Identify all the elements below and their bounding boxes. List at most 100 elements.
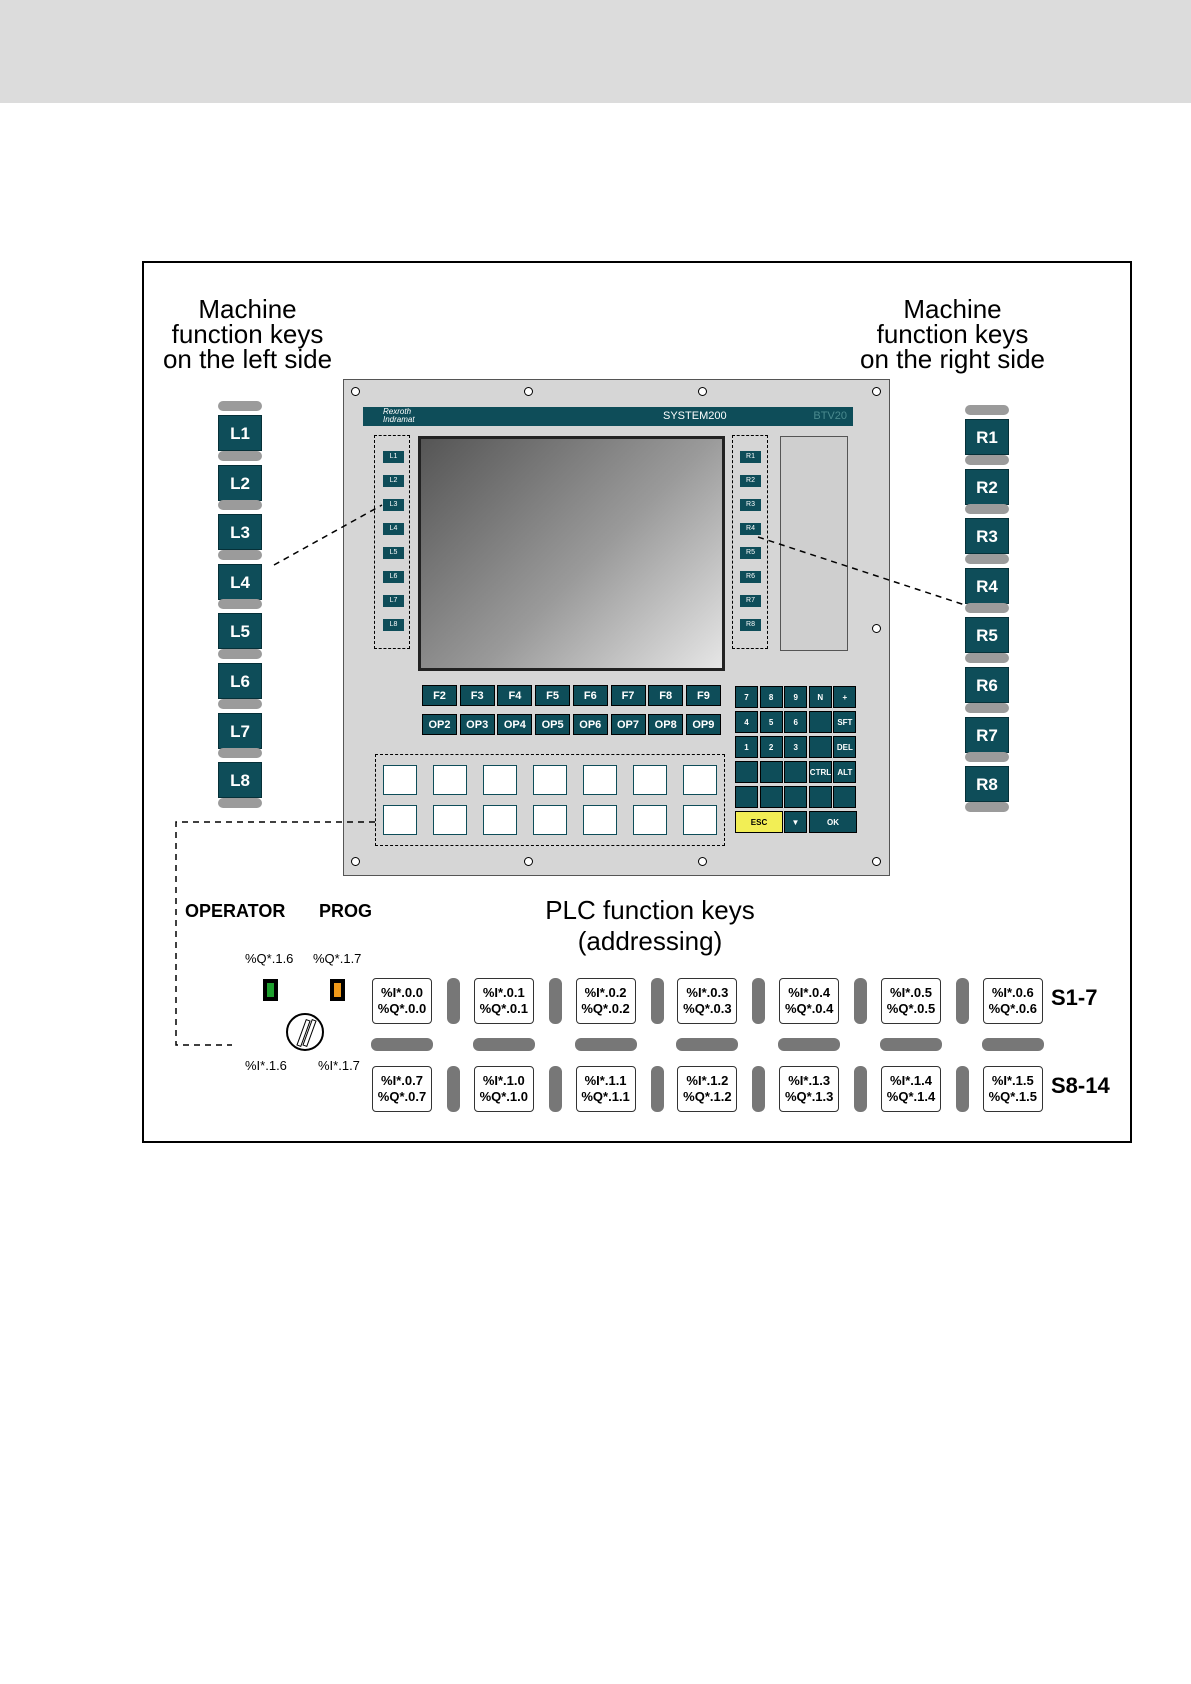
plc-key-1[interactable]: %I*.0.0%Q*.0.0	[372, 978, 432, 1024]
keypad-key[interactable]: N	[808, 686, 832, 708]
plc-blank-key[interactable]	[483, 805, 517, 835]
side-key-r8[interactable]: R8	[965, 766, 1009, 803]
function-key-f9[interactable]: F9	[685, 685, 721, 706]
mini-key-r4[interactable]: R4	[740, 523, 761, 535]
op-key-op7[interactable]: OP7	[610, 714, 646, 735]
side-key-r3[interactable]: R3	[965, 518, 1009, 555]
plc-key-9[interactable]: %I*.1.0%Q*.1.0	[473, 1066, 534, 1112]
plc-key-11[interactable]: %I*.1.2%Q*.1.2	[677, 1066, 738, 1112]
mini-key-l6[interactable]: L6	[383, 571, 404, 583]
side-key-l8[interactable]: L8	[218, 762, 262, 799]
op-key-op3[interactable]: OP3	[459, 714, 495, 735]
plc-key-14[interactable]: %I*.1.5%Q*.1.5	[982, 1066, 1043, 1112]
side-key-r7[interactable]: R7	[965, 716, 1009, 753]
function-key-f2[interactable]: F2	[422, 685, 457, 706]
keypad-key[interactable]	[735, 786, 758, 808]
side-key-r2[interactable]: R2	[965, 468, 1009, 505]
plc-blank-key[interactable]	[383, 805, 417, 835]
keypad-key[interactable]: CTRL	[808, 761, 832, 783]
mini-key-r5[interactable]: R5	[740, 547, 761, 559]
side-key-l1[interactable]: L1	[218, 415, 262, 451]
side-key-l6[interactable]: L6	[218, 663, 262, 699]
mini-key-r3[interactable]: R3	[740, 499, 761, 511]
keypad-key[interactable]: 1	[735, 736, 758, 758]
keypad-key[interactable]	[808, 711, 832, 733]
plc-blank-key[interactable]	[433, 765, 467, 795]
op-key-op8[interactable]: OP8	[648, 714, 684, 735]
plc-key-5[interactable]: %I*.0.4%Q*.0.4	[779, 978, 840, 1024]
plc-blank-key[interactable]	[683, 805, 717, 835]
plc-key-2[interactable]: %I*.0.1%Q*.0.1	[473, 978, 534, 1024]
plc-key-3[interactable]: %I*.0.2%Q*.0.2	[575, 978, 636, 1024]
function-key-f6[interactable]: F6	[572, 685, 608, 706]
keypad-key[interactable]: 7	[735, 686, 758, 708]
keypad-key[interactable]: 9	[784, 686, 808, 708]
keypad-key[interactable]: SFT	[833, 711, 857, 733]
plc-key-8[interactable]: %I*.0.7%Q*.0.7	[372, 1066, 432, 1112]
plc-blank-key[interactable]	[533, 805, 567, 835]
keypad-key[interactable]: 5	[759, 711, 783, 733]
side-key-l5[interactable]: L5	[218, 613, 262, 650]
op-key-op9[interactable]: OP9	[685, 714, 721, 735]
plc-key-7[interactable]: %I*.0.6%Q*.0.6	[982, 978, 1043, 1024]
side-key-r5[interactable]: R5	[965, 617, 1009, 654]
keypad-key[interactable]: 6	[784, 711, 808, 733]
side-key-r4[interactable]: R4	[965, 567, 1009, 604]
side-key-r6[interactable]: R6	[965, 667, 1009, 703]
side-key-l3[interactable]: L3	[218, 514, 262, 551]
mini-key-r6[interactable]: R6	[740, 571, 761, 583]
plc-key-4[interactable]: %I*.0.3%Q*.0.3	[677, 978, 738, 1024]
function-key-f3[interactable]: F3	[459, 685, 495, 706]
plc-blank-key[interactable]	[583, 765, 617, 795]
mini-key-l1[interactable]: L1	[383, 451, 404, 463]
keypad-key[interactable]: 3	[784, 736, 808, 758]
keypad-key[interactable]: ALT	[833, 761, 857, 783]
side-key-l4[interactable]: L4	[218, 563, 262, 600]
function-key-f8[interactable]: F8	[648, 685, 684, 706]
plc-key-13[interactable]: %I*.1.4%Q*.1.4	[881, 1066, 941, 1112]
keypad-key[interactable]	[784, 761, 808, 783]
plc-blank-key[interactable]	[633, 805, 667, 835]
keypad-key[interactable]: DEL	[833, 736, 857, 758]
op-key-op4[interactable]: OP4	[497, 714, 533, 735]
plc-blank-key[interactable]	[533, 765, 567, 795]
mode-selector-knob[interactable]	[286, 1013, 324, 1051]
esc-key[interactable]: ESC	[735, 811, 783, 833]
keypad-key[interactable]	[808, 786, 832, 808]
keypad-key[interactable]	[808, 736, 832, 758]
keypad-key[interactable]	[759, 761, 783, 783]
plc-blank-key[interactable]	[483, 765, 517, 795]
function-key-f4[interactable]: F4	[497, 685, 533, 706]
mini-key-l2[interactable]: L2	[383, 475, 404, 487]
mini-key-l5[interactable]: L5	[383, 547, 404, 559]
keypad-key[interactable]	[735, 761, 758, 783]
mini-key-r8[interactable]: R8	[740, 619, 761, 631]
mini-key-l4[interactable]: L4	[383, 523, 404, 535]
keypad-key[interactable]	[833, 786, 857, 808]
plc-key-12[interactable]: %I*.1.3%Q*.1.3	[779, 1066, 840, 1112]
mini-key-r7[interactable]: R7	[740, 595, 761, 607]
keypad-key[interactable]: 2	[759, 736, 783, 758]
plc-blank-key[interactable]	[683, 765, 717, 795]
keypad-key[interactable]	[759, 786, 783, 808]
mini-key-r1[interactable]: R1	[740, 451, 761, 463]
keypad-key[interactable]: +	[833, 686, 857, 708]
op-key-op2[interactable]: OP2	[422, 714, 457, 735]
keypad-key[interactable]	[784, 786, 808, 808]
op-key-op6[interactable]: OP6	[572, 714, 608, 735]
down-arrow-key[interactable]: ▼	[784, 811, 807, 833]
keypad-key[interactable]: 8	[759, 686, 783, 708]
op-key-op5[interactable]: OP5	[535, 714, 571, 735]
function-key-f7[interactable]: F7	[610, 685, 646, 706]
plc-blank-key[interactable]	[633, 765, 667, 795]
plc-blank-key[interactable]	[583, 805, 617, 835]
mini-key-l8[interactable]: L8	[383, 619, 404, 631]
plc-blank-key[interactable]	[383, 765, 417, 795]
keypad-key[interactable]: 4	[735, 711, 758, 733]
plc-key-6[interactable]: %I*.0.5%Q*.0.5	[881, 978, 941, 1024]
function-key-f5[interactable]: F5	[535, 685, 571, 706]
mini-key-l3[interactable]: L3	[383, 499, 404, 511]
plc-blank-key[interactable]	[433, 805, 467, 835]
side-key-l2[interactable]: L2	[218, 464, 262, 501]
ok-key[interactable]: OK	[809, 811, 857, 833]
